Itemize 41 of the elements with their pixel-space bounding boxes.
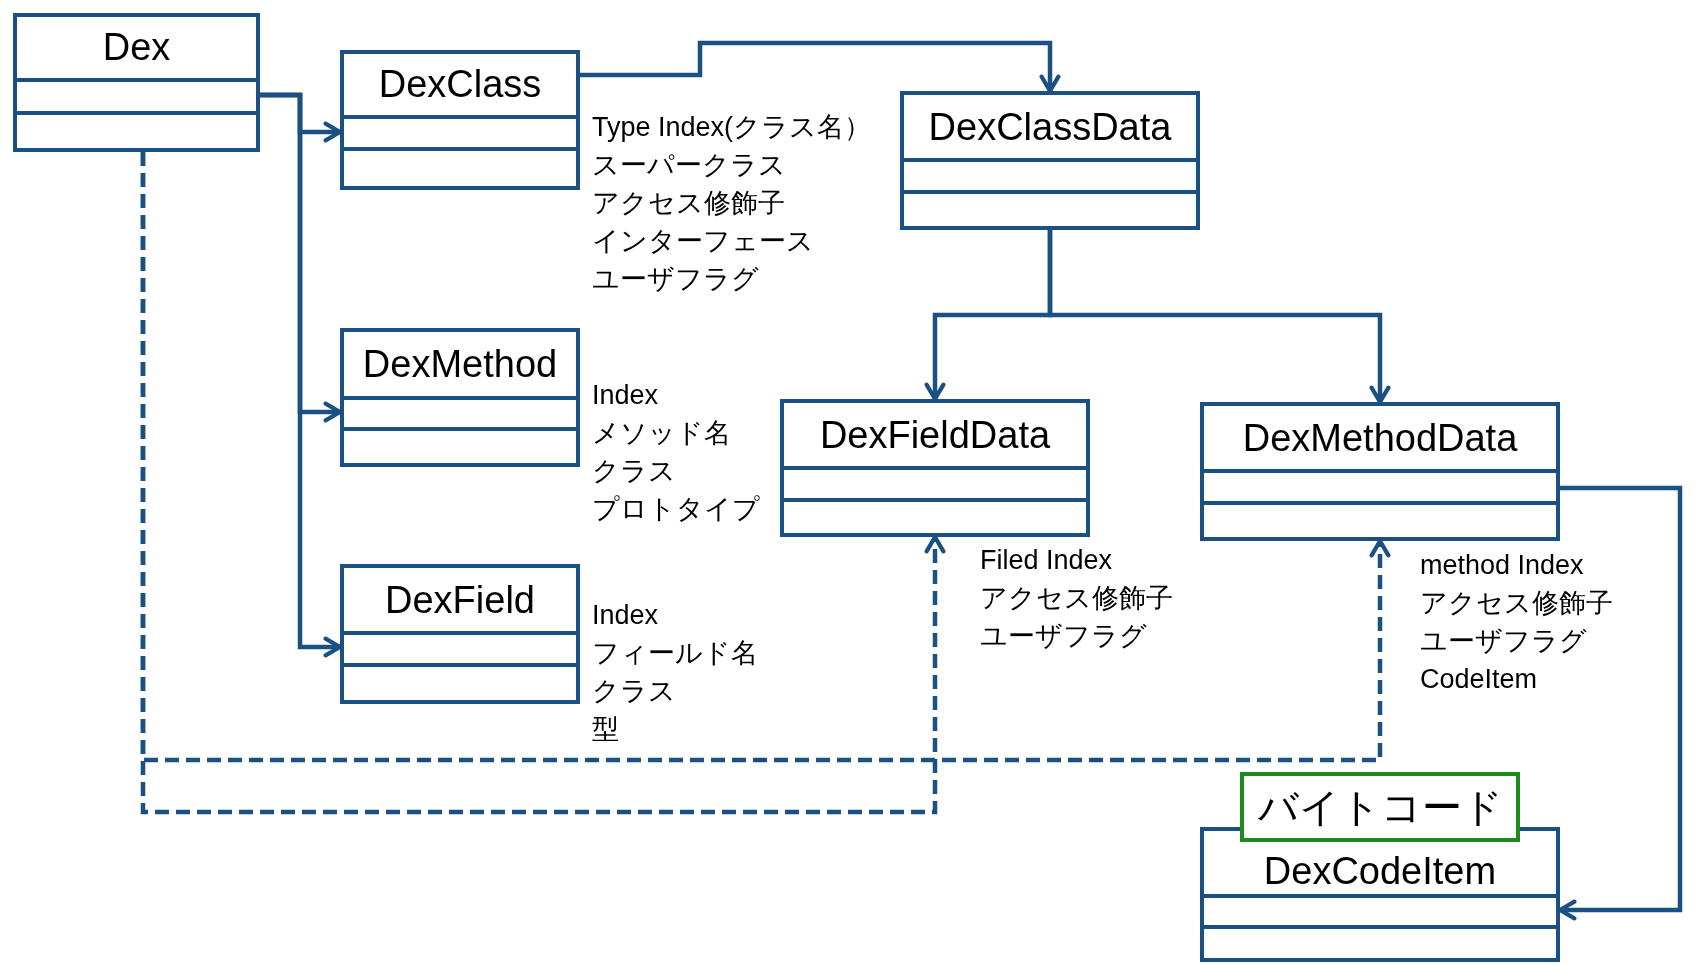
class-box	[780, 399, 1090, 537]
attribute-text: アクセス修飾子	[1420, 588, 1613, 618]
attribute-text: ユーザフラグ	[592, 264, 759, 294]
attribute-text: クラス	[592, 456, 676, 486]
attribute-text: 型	[592, 714, 619, 744]
class-name: DexClass	[377, 62, 543, 106]
attribute-text: スーパークラス	[592, 150, 786, 180]
class-name: Dex	[101, 25, 172, 69]
attribute-text: Index	[592, 600, 659, 630]
class-name: DexMethod	[361, 342, 559, 386]
attribute-text: アクセス修飾子	[980, 583, 1173, 613]
attribute-text: ユーザフラグ	[1420, 626, 1587, 656]
attribute-text: クラス	[592, 676, 676, 706]
attribute-text: アクセス修飾子	[592, 188, 785, 218]
class-box	[13, 13, 260, 152]
attribute-text: Index	[592, 380, 659, 410]
attribute-text: Type Index(クラス名）	[592, 112, 872, 142]
class-box	[340, 564, 580, 704]
class-name: DexClassData	[927, 105, 1173, 149]
class-box	[900, 91, 1200, 230]
attribute-text: CodeItem	[1420, 664, 1538, 694]
class-name: DexCodeItem	[1262, 849, 1498, 893]
arrow	[1047, 230, 1391, 405]
class-box	[1200, 402, 1560, 541]
attribute-text: メソッド名	[592, 418, 731, 448]
class-box	[340, 50, 580, 190]
label-box	[1240, 772, 1520, 842]
dashed-arrow	[140, 152, 1391, 763]
attribute-text: インターフェース	[592, 226, 814, 256]
class-name: DexMethodData	[1241, 416, 1519, 460]
label-text: バイトコード	[1257, 783, 1503, 831]
attribute-text: ユーザフラグ	[980, 621, 1147, 651]
attribute-text: Filed Index	[980, 545, 1113, 575]
attribute-text: method Index	[1420, 550, 1584, 580]
class-name: DexField	[384, 578, 536, 622]
attribute-text: プロトタイプ	[592, 494, 760, 524]
class-box	[340, 328, 580, 467]
attribute-text: フィールド名	[592, 638, 758, 668]
class-name: DexFieldData	[818, 413, 1052, 457]
class-box	[1200, 827, 1560, 962]
arrow	[580, 40, 1061, 94]
